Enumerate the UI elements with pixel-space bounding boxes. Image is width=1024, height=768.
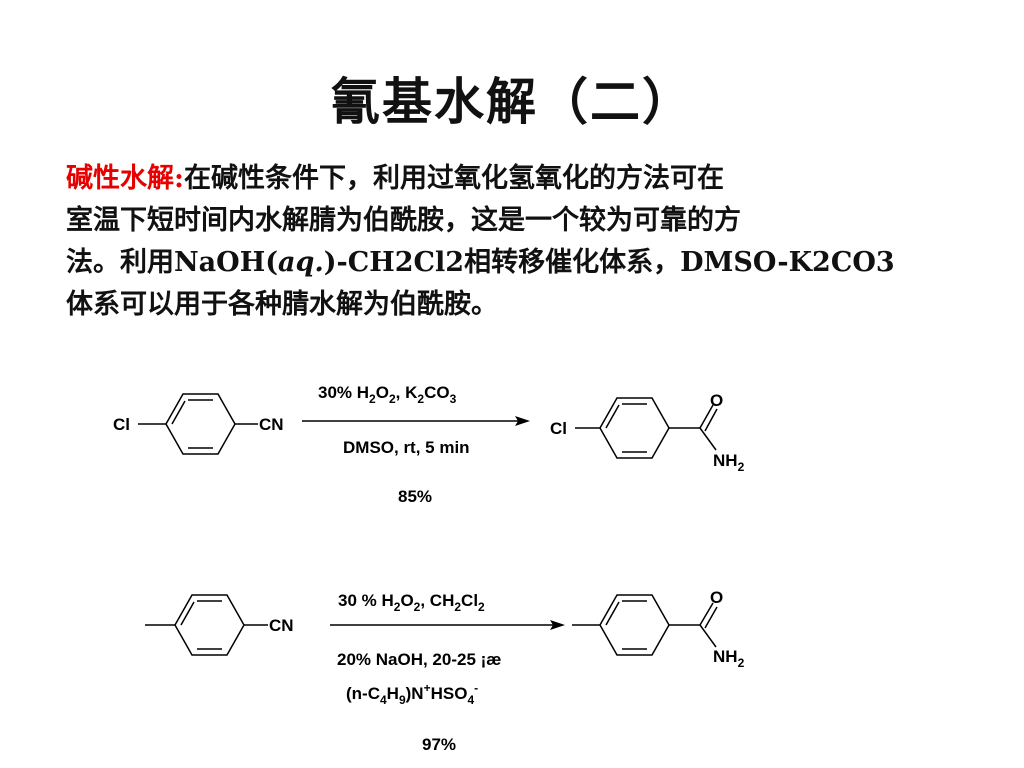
r1-product-cl-label: Cl (550, 419, 567, 438)
r2-cn-product-bond (699, 624, 717, 648)
r2-co-bond (699, 602, 714, 626)
r2-conditions-below: 20% NaOH, 20-25 ¡æ (337, 650, 501, 669)
r2-product-ring (599, 594, 670, 656)
r2-yield: 97% (422, 735, 456, 754)
r1-o-label: O (710, 391, 723, 410)
r1-yield: 85% (398, 487, 432, 506)
r2-conditions-above: 30 % H2O2, CH2Cl2 (338, 591, 485, 614)
para-label: 碱性水解: (66, 163, 184, 194)
body-paragraph: 碱性水解:在碱性条件下，利用过氧化氢氧化的方法可在 室温下短时间内水解腈为伯酰胺… (66, 158, 946, 326)
r1-cl-label: Cl (113, 415, 130, 434)
slide-title: 氰基水解（二） (330, 72, 694, 131)
r1-cn-label: CN (259, 415, 284, 434)
r2-catalyst: (n-C4H9)N+HSO4- (346, 681, 478, 707)
r2-arrow-head (550, 620, 565, 630)
r1-conditions-below: DMSO, rt, 5 min (343, 438, 470, 457)
r2-o-label: O (710, 588, 723, 607)
r2-co-bond-2 (704, 606, 718, 629)
r1-cn-product-bond (699, 427, 717, 451)
r1-co-bond (699, 404, 714, 429)
para-line-4: 体系可以用于各种腈水解为伯酰胺。 (66, 289, 498, 320)
r2-cn-label: CN (269, 616, 294, 635)
r1-product-ring (599, 397, 670, 459)
r2-reactant-ring (174, 594, 245, 656)
r1-co-bond-2 (704, 408, 718, 432)
r1-conditions-above: 30% H2O2, K2CO3 (318, 383, 457, 406)
r2-nh2-label: NH2 (713, 647, 745, 670)
r1-nh2-label: NH2 (713, 451, 745, 474)
para-line-1: 碱性水解:在碱性条件下，利用过氧化氢氧化的方法可在 (66, 163, 724, 194)
para-line-2: 室温下短时间内水解腈为伯酰胺，这是一个较为可靠的方 (66, 205, 741, 236)
para-line-3: 法。利用NaOH(aq.)-CH2Cl2相转移催化体系，DMSO-K2CO3 (66, 247, 895, 278)
r1-reactant-ring (165, 393, 236, 455)
r1-arrow-head (515, 416, 530, 426)
